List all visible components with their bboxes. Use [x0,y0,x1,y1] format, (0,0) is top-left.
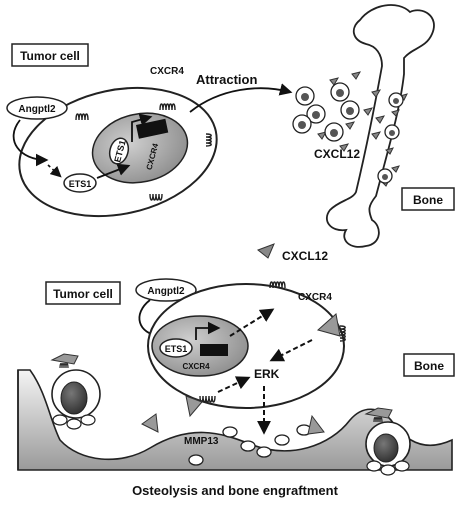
angptl2-oval-bottom [135,278,197,302]
mmp13-label: MMP13 [184,436,219,447]
cxcl12-label-top: CXCL12 [314,147,360,161]
angptl2-oval [6,96,68,120]
cxcl12-triangles-bottom [141,413,325,435]
tumor-cell-label: Tumor cell [20,49,80,63]
mmp13-molecules [188,424,312,466]
bone-cell-left [50,353,101,430]
cxcr4-receptor-right [205,133,212,147]
cxcr4-receptor-label: CXCR4 [150,66,184,77]
tumor-cell-label-box [11,43,89,67]
cxcr4-receptor-left [75,113,89,121]
cxcr4-receptor-bottom-right [339,325,346,342]
bone-label-box-top [401,187,455,211]
autocrine-arrow [12,119,49,167]
attraction-arrow [189,83,293,113]
bone-label-top: Bone [413,193,443,207]
tumor-cell-label-bottom: Tumor cell [53,287,113,301]
signal-arrow-lower-to-erk [217,376,251,393]
cxcr4-gene-label-bottom: CXCR4 [182,362,210,371]
cxcl12-bound-lower [185,395,203,418]
angptl2-label: Angptl2 [18,104,56,115]
cxcr4-gene-block-bottom [200,344,228,356]
ets1-cytoplasm [63,173,97,193]
bottom-panel: CXCL12 Tumor cell Angptl2 ETS1 CXCR4 CXC… [17,243,455,498]
cxcr4-gene-block [136,118,169,139]
cxcl12-bound-right [316,313,341,337]
ets1-label-bottom: ETS1 [165,344,188,354]
cxcr4-receptor-top [159,103,176,111]
tumor-cell-label-box-bottom [45,281,121,305]
caption: Osteolysis and bone engraftment [132,483,339,498]
cxcl12-label-bottom: CXCL12 [282,249,328,263]
erk-label: ERK [254,367,280,381]
tumor-cell-cluster-nuclei [298,89,399,180]
bone-label-box-bottom [403,353,455,377]
bone-label-bottom: Bone [414,359,444,373]
top-panel: Tumor cell Angptl2 ETS1 ETS1 CXCR4 CXCR4 [6,4,455,248]
ets1-nucleus-bottom [159,338,193,358]
cxcl12-triangle-legend [257,243,275,259]
transcription-arrow-bottom [195,321,221,340]
ets1-nucleus [108,137,130,165]
cxcr4-receptor-bottom [149,193,163,201]
dotted-signal-arrow [47,164,62,178]
cxcr4-receptor-bottom-lower [199,395,216,403]
transcription-arrow [131,113,153,142]
angptl2-label-bottom: Angptl2 [147,286,185,297]
ets1-translocation-arrow [96,163,131,179]
ets1-cytoplasm-label: ETS1 [69,179,92,189]
femur-bone [325,4,435,248]
signal-arrow-to-receptor [229,308,275,337]
cxcr4-receptor-label-bottom: CXCR4 [298,292,332,303]
attraction-label: Attraction [196,72,257,87]
cxcr4-receptor-bottom-top [269,281,286,289]
bone-cell-right [364,407,411,476]
